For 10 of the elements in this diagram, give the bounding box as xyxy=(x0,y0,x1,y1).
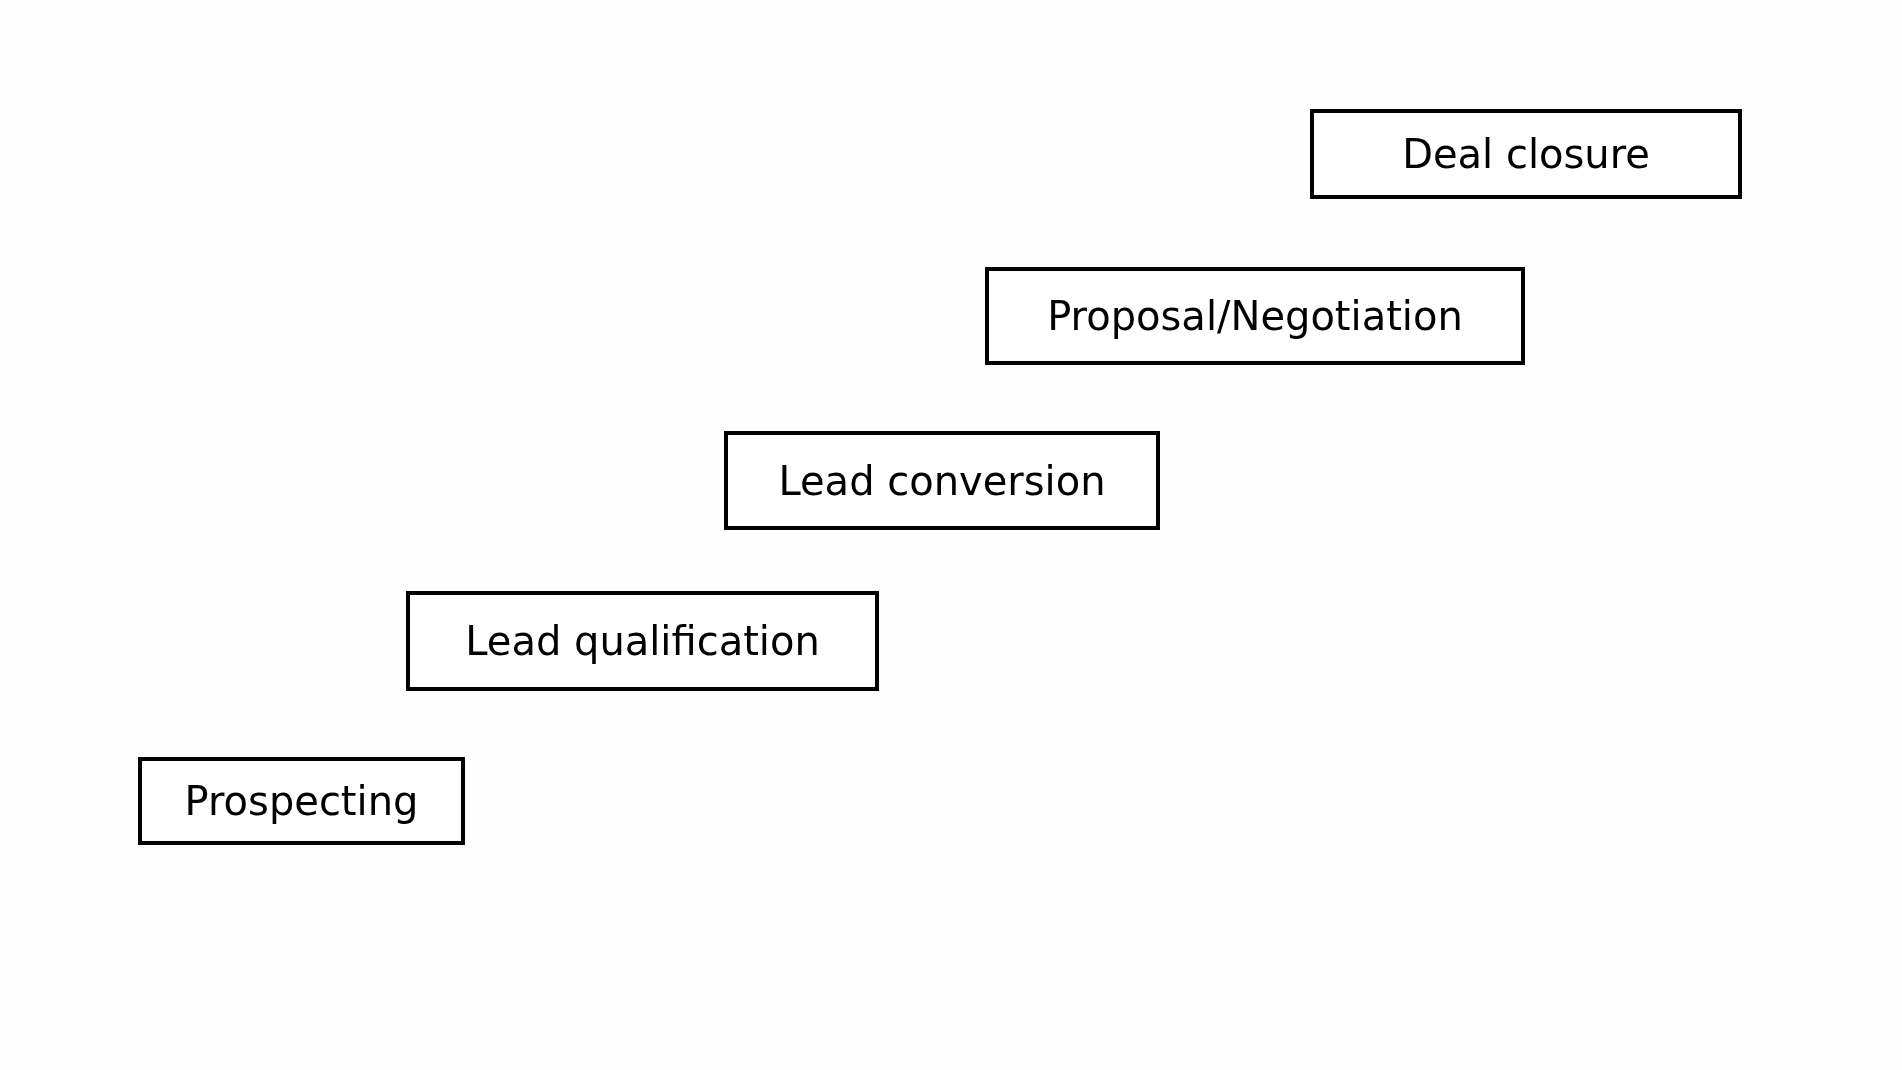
stage-box xyxy=(1310,109,1742,199)
stage-box xyxy=(985,267,1525,365)
stage-label: Lead conversion xyxy=(778,457,1106,504)
stage-box xyxy=(406,591,879,691)
stage-label: Lead qualification xyxy=(465,618,820,664)
stage-box xyxy=(138,757,465,845)
stage-label: Proposal/Negotiation xyxy=(1047,293,1463,339)
stage-label: Deal closure xyxy=(1402,131,1650,177)
stage-label: Prospecting xyxy=(184,778,419,824)
stage-box xyxy=(724,431,1160,530)
